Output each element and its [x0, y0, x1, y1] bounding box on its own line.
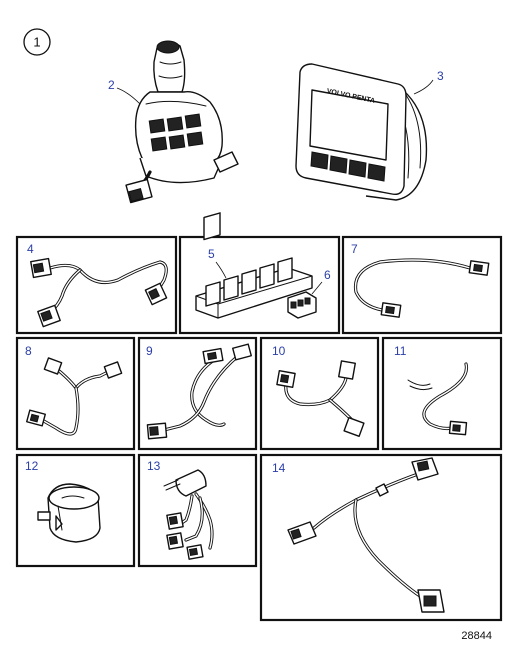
item-10-frame [259, 336, 380, 451]
cable-7 [353, 258, 490, 318]
connector-cap-6 [287, 281, 323, 319]
harness-4 [30, 257, 168, 328]
item-3-callout: 3 [413, 69, 444, 95]
item-4-frame [15, 235, 178, 335]
joystick-illustration [125, 40, 239, 204]
item-4-label: 4 [27, 242, 34, 256]
item-11-label: 11 [394, 344, 407, 358]
item-11-frame [381, 336, 503, 451]
item-5-label: 5 [208, 247, 215, 261]
item-5-6-frame [178, 235, 341, 335]
cable-11 [407, 362, 469, 436]
sensor-12 [37, 483, 101, 543]
item-13-frame [137, 453, 258, 568]
item-12-frame [15, 453, 136, 568]
item-9-frame [137, 336, 258, 451]
harness-13 [163, 469, 214, 560]
item-8-frame [15, 336, 136, 451]
harness-8 [26, 357, 123, 436]
harness-9 [146, 343, 252, 440]
display-illustration: VOLVO PENTA [295, 63, 428, 201]
item-10-label: 10 [272, 344, 286, 358]
item-8-label: 8 [25, 344, 32, 358]
item-7-label: 7 [351, 242, 358, 256]
item-14-label: 14 [272, 461, 286, 475]
item-9-label: 9 [146, 344, 153, 358]
figure-reference-number: 28844 [461, 630, 492, 642]
item-6-label: 6 [324, 268, 331, 282]
item-13-label: 13 [147, 459, 161, 473]
item-3-label: 3 [437, 69, 444, 83]
harness-10 [276, 360, 365, 438]
group-number: 1 [33, 35, 40, 50]
harness-14 [287, 457, 445, 613]
junction-block-5 [195, 212, 313, 319]
item-12-label: 12 [25, 459, 39, 473]
item-2-label: 2 [108, 78, 115, 92]
item-7-frame [341, 235, 503, 335]
item-2-callout: 2 [108, 78, 141, 105]
item-14-frame [259, 453, 503, 622]
group-number-badge: 1 [23, 28, 51, 56]
